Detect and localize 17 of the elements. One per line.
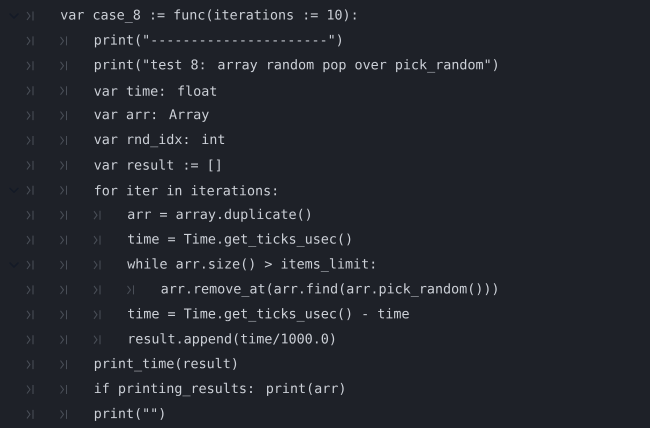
code-line: print_time(result) bbox=[94, 358, 236, 372]
code-line: var arr: Array bbox=[94, 109, 209, 122]
code-line: var time: float bbox=[94, 86, 216, 96]
code-line: print("") bbox=[94, 408, 164, 421]
code-line: for iter in iterations: bbox=[94, 185, 276, 196]
code-line: if printing_results: print(arr) bbox=[94, 382, 344, 396]
code-line: print("test 8: array random pop over pick_random") bbox=[94, 59, 497, 72]
code-line: print("----------------------") bbox=[94, 34, 341, 48]
code-line: while arr.size() > items_limit: bbox=[127, 258, 374, 272]
code-line: arr = array.duplicate() bbox=[128, 208, 310, 222]
code-line: result.append(time/1000.0) bbox=[130, 333, 334, 346]
code-line: arr.remove_at(arr.find(arr.pick_random())) bbox=[162, 283, 497, 297]
code-line: var result := [] bbox=[94, 159, 220, 172]
code-line: time = Time.get_ticks_usec() bbox=[128, 233, 350, 247]
code-line: var case_8 := func(iterations := 10): bbox=[60, 9, 356, 23]
code-line: time = Time.get_ticks_usec() - time bbox=[128, 308, 409, 322]
code-line: var rnd_idx: int bbox=[94, 134, 224, 148]
